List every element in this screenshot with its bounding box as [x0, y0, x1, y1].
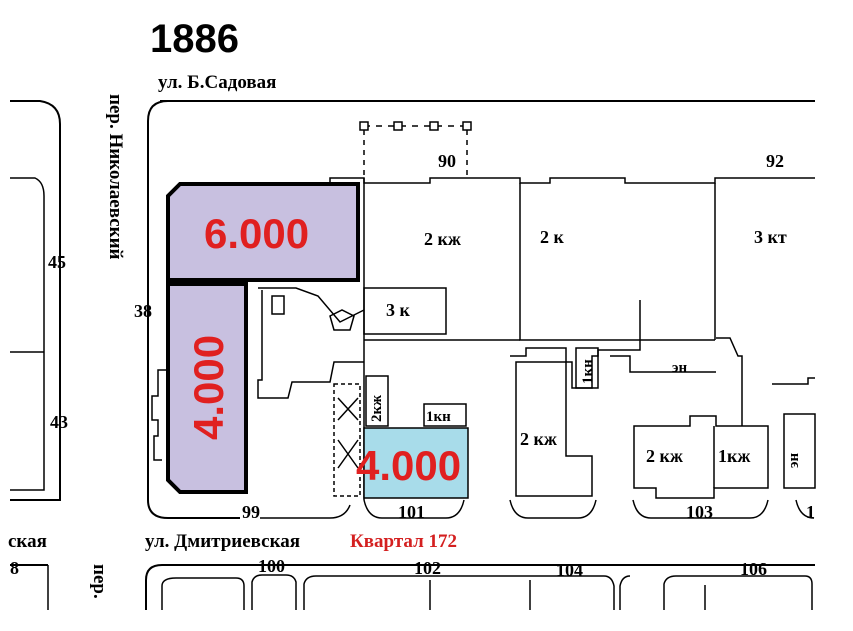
highlight-plot-4000-blue: [363, 427, 469, 499]
plot-number-106: 106: [740, 559, 767, 579]
left-block-inner: [10, 177, 45, 491]
lower-plot-100-b: [251, 574, 297, 610]
quarter-bottom-edge-5: [795, 499, 815, 519]
building-complex-outline: [510, 300, 641, 389]
highlight-value-4000-vertical: 4.000: [185, 335, 232, 440]
passage-cross: [337, 397, 359, 469]
highlight-plot-4000-vertical: [166, 282, 248, 494]
plot-number-92: 92: [766, 151, 784, 171]
building-right-outline: [716, 337, 743, 426]
building-label: 1кн: [426, 409, 451, 425]
courtyard-wall: [258, 287, 365, 323]
lower-plot-gap: [619, 575, 631, 610]
bay-window: [329, 309, 355, 331]
quarter-label: Квартал 172: [350, 531, 457, 552]
street-label-bottom-left-fragment: ская: [8, 531, 47, 552]
stairs: [271, 295, 285, 315]
quarter-bottom-edge-4: [632, 499, 769, 519]
building-2k-outline: [519, 183, 715, 341]
quarter-bottom-edge-1: [260, 504, 351, 519]
plot-number-99: 99: [242, 502, 260, 522]
building-1kn-right: [575, 347, 599, 389]
quarter-bottom-edge-2: [363, 499, 465, 519]
facade-notches: [151, 369, 168, 461]
building-label: 2 кж: [424, 229, 462, 249]
plot-number-fragment-8: 8: [10, 558, 19, 578]
left-block-outline: [10, 100, 61, 501]
plot-number-101: 101: [398, 502, 425, 522]
plot-number-103: 103: [686, 502, 713, 522]
quarter-bottom-edge-3: [509, 499, 597, 519]
building-en-right: [783, 413, 816, 489]
building-label: 1кн: [580, 359, 596, 384]
street-label-bottom: ул. Дмитриевская: [145, 531, 300, 552]
lower-plot-106: [663, 575, 813, 610]
building-2kzh-mid: [515, 361, 593, 497]
plot-number-104: 104: [556, 560, 583, 580]
courtyard-inner: [257, 290, 364, 399]
building-label: эн: [672, 360, 687, 376]
street-label-bottom-vertical: пер.: [89, 564, 110, 599]
map-year: 1886: [150, 17, 239, 61]
boundary-marker: [429, 121, 439, 131]
lower-block-outline: [145, 564, 815, 610]
plot-number-45: 45: [48, 252, 66, 272]
quarter-outline: [147, 100, 815, 519]
plot-number-43: 43: [50, 412, 68, 432]
plot-number-38: 38: [134, 301, 152, 321]
boundary-marker: [393, 121, 403, 131]
boundary-marker: [462, 121, 472, 131]
boundary-marker: [359, 121, 369, 131]
lower-plot-100-a: [161, 577, 245, 610]
highlight-plot-6000: [166, 182, 360, 282]
building-label: 1кж: [718, 446, 751, 466]
building-1kn: [423, 403, 467, 427]
building-2kzh-small: [365, 375, 389, 427]
passage: [333, 383, 361, 497]
building-label: 3 к: [386, 300, 411, 320]
plot-number-102: 102: [414, 558, 441, 578]
street-label-top: ул. Б.Садовая: [158, 72, 276, 93]
highlight-value-4000-blue: 4.000: [356, 442, 461, 489]
highlight-value-6000: 6.000: [204, 210, 309, 257]
building-label: 2кж: [369, 395, 385, 422]
building-label: 2 к: [540, 227, 565, 247]
building-en-outline: [610, 355, 716, 373]
building-label: 2 кж: [520, 429, 558, 449]
building-3k: [363, 287, 447, 335]
lower-plot-102-104: [303, 575, 615, 610]
building-right-top: [772, 377, 815, 385]
plot-number-90: 90: [438, 151, 456, 171]
street-label-left-vertical: пер. Николаевский: [105, 94, 126, 260]
plot-number-fragment: 1: [806, 502, 815, 522]
building-label: эн: [786, 453, 802, 468]
building-label: 2 кж: [646, 446, 684, 466]
building-frontage-top: [329, 177, 815, 184]
building-label: 3 кт: [754, 227, 787, 247]
building-2kzh-103: [633, 415, 769, 499]
plot-number-100: 100: [258, 556, 285, 576]
